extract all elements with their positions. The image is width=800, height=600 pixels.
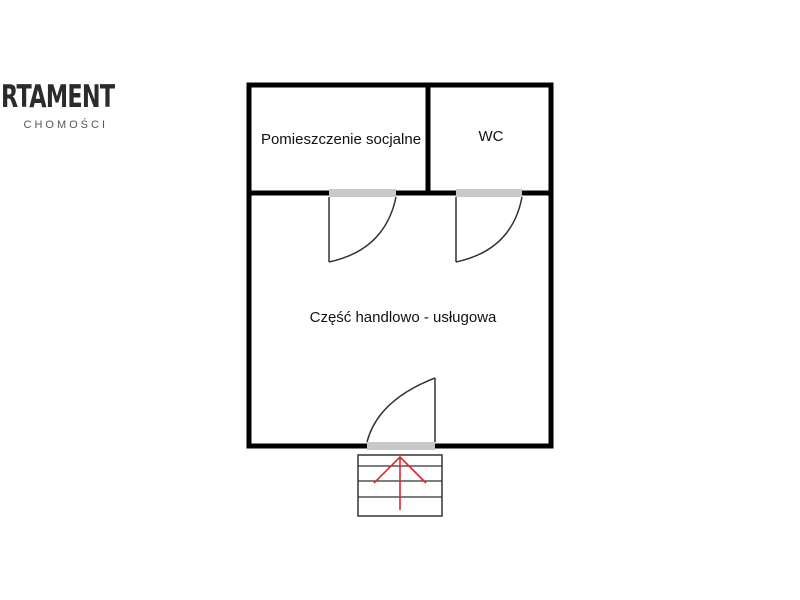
- door-swing-icon: [455, 196, 523, 263]
- entrance-arrow-icon: [373, 455, 427, 510]
- door-opening-wc: [456, 189, 522, 197]
- room-label-wc: WC: [479, 128, 504, 145]
- room-label-social: Pomieszczenie socjalne: [261, 131, 421, 148]
- door-swing-icon: [328, 196, 397, 263]
- company-logo: RTAMENT CHOMOŚCI: [0, 80, 130, 140]
- door-swing-icon: [366, 377, 436, 443]
- logo-wordmark: RTAMENT: [0, 80, 115, 115]
- room-label-sales: Część handlowo - usługowa: [310, 309, 497, 326]
- door-opening-entrance: [367, 442, 435, 450]
- door-opening-social: [329, 189, 396, 197]
- logo-tagline: CHOMOŚCI: [23, 119, 108, 131]
